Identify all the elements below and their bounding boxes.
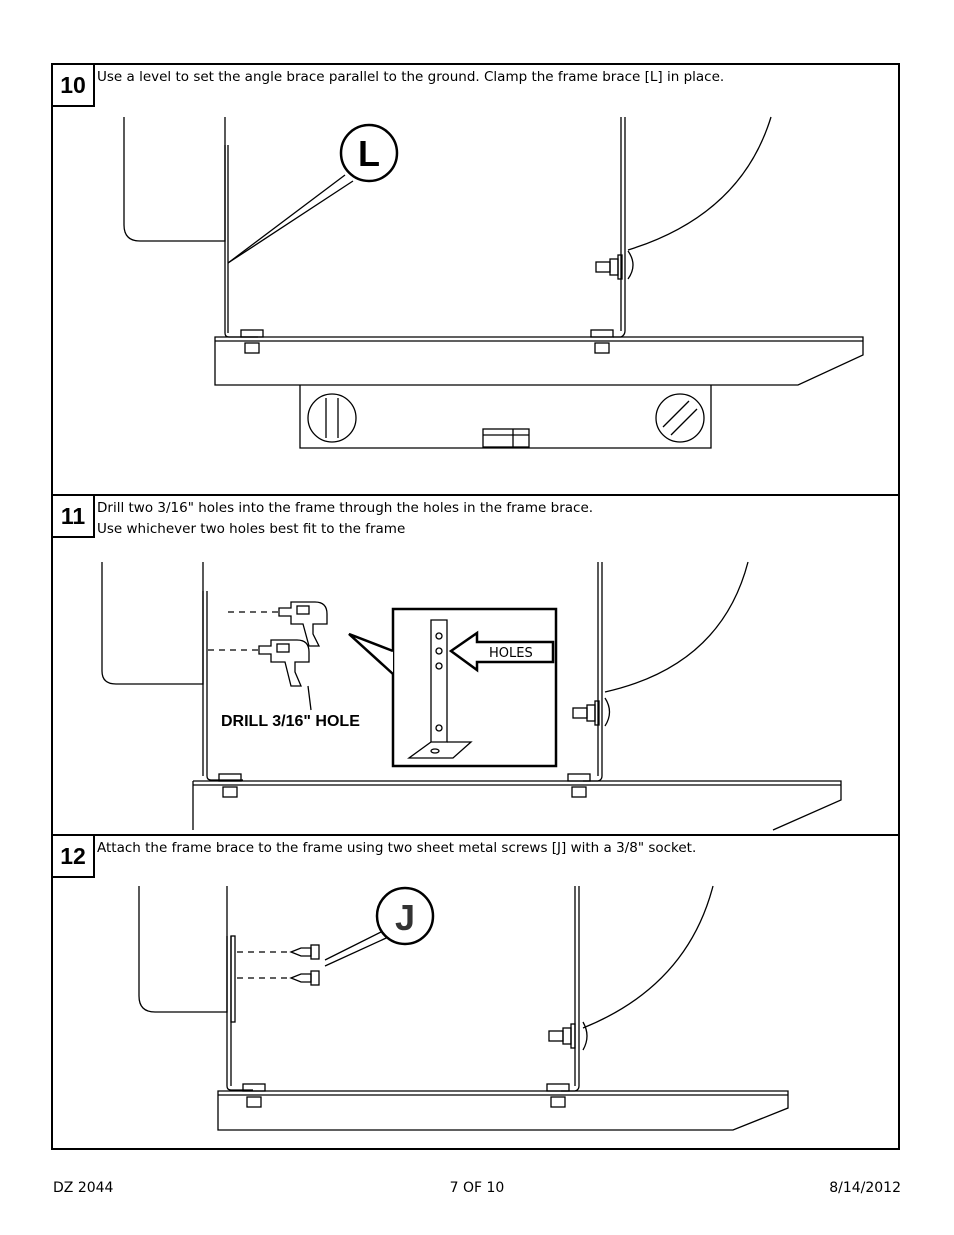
- instruction-line: Attach the frame brace to the frame usin…: [97, 840, 697, 856]
- step-12-illustration: J: [138, 885, 789, 1131]
- step-10-illustration: L: [123, 116, 864, 449]
- drill-label: DRILL 3/16" HOLE: [221, 713, 360, 730]
- step-11-illustration: HOLES DRILL 3/16" HOLE: [101, 561, 842, 831]
- step-12: 12 Attach the frame brace to the frame u…: [53, 836, 898, 1150]
- step-10: 10 Use a level to set the angle brace pa…: [53, 65, 898, 496]
- step-number: 11: [53, 496, 95, 538]
- instruction-line: Use a level to set the angle brace paral…: [97, 69, 725, 85]
- step-11: 11 Drill two 3/16" holes into the frame …: [53, 496, 898, 836]
- callout-J: J: [395, 897, 415, 938]
- holes-label: HOLES: [489, 646, 533, 661]
- instruction-line: Use whichever two holes best fit to the …: [97, 521, 406, 537]
- callout-L: L: [358, 133, 380, 174]
- footer-page-number: 7 OF 10: [449, 1180, 505, 1196]
- step-instruction: Use a level to set the angle brace paral…: [97, 67, 724, 88]
- step-instruction: Attach the frame brace to the frame usin…: [97, 838, 696, 859]
- footer-doc-id: DZ 2044: [53, 1180, 114, 1196]
- instruction-line: Drill two 3/16" holes into the frame thr…: [97, 500, 594, 516]
- step-instruction: Drill two 3/16" holes into the frame thr…: [97, 498, 593, 540]
- step-number: 12: [53, 836, 95, 878]
- instruction-frame: 10 Use a level to set the angle brace pa…: [51, 63, 900, 1150]
- footer-date: 8/14/2012: [829, 1180, 901, 1196]
- step-number: 10: [53, 65, 95, 107]
